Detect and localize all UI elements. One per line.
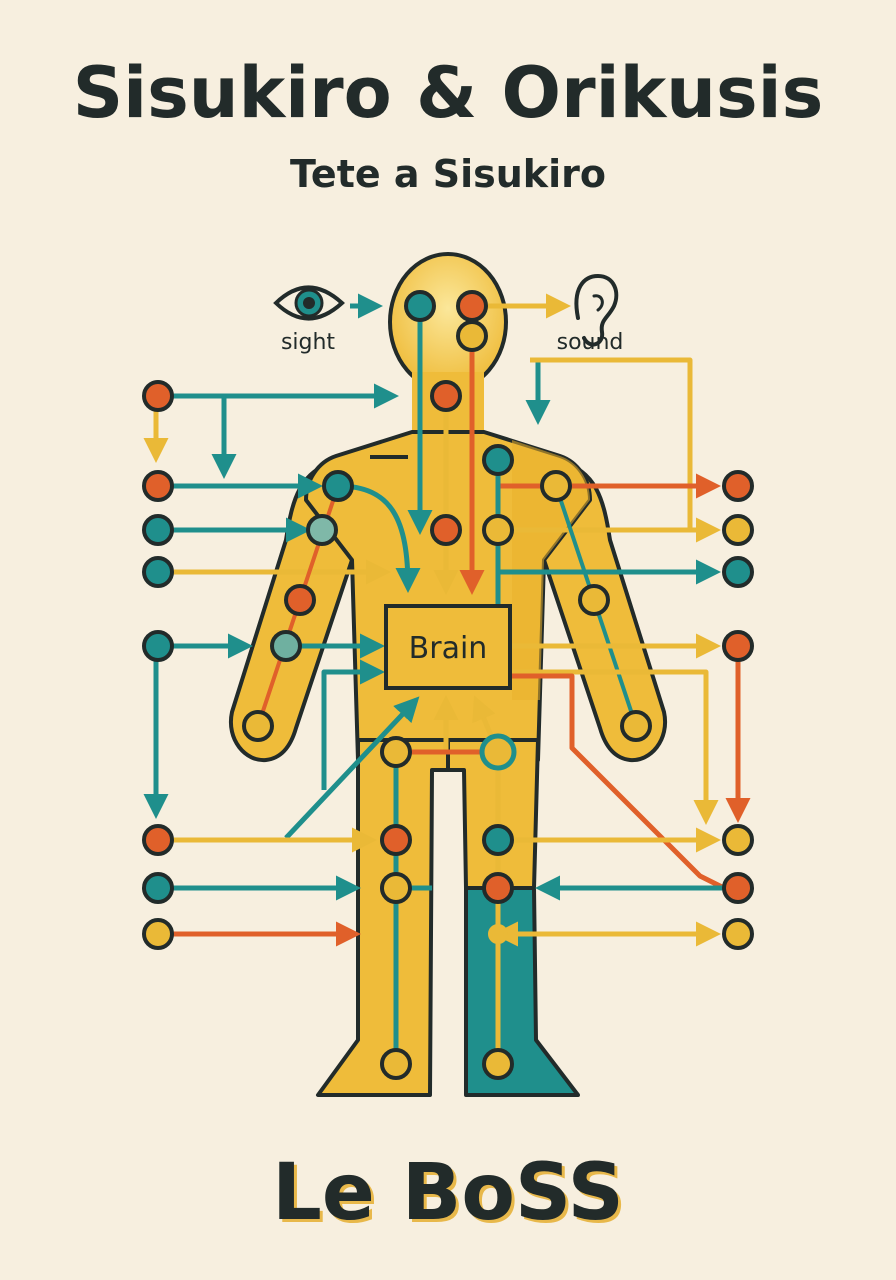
- node-l3: [142, 514, 174, 546]
- node-r6: [722, 824, 754, 856]
- head: [388, 252, 508, 392]
- sound-label: sound: [557, 330, 624, 355]
- nerve-ear-loop: [530, 357, 693, 530]
- node-l8: [142, 918, 174, 950]
- node-left-foot: [380, 1048, 412, 1080]
- node-right-hand: [620, 710, 652, 742]
- node-right-shin: [488, 924, 508, 944]
- node-right-elbow: [578, 584, 610, 616]
- brain-label: Brain: [409, 631, 488, 666]
- ear-icon: [574, 273, 619, 347]
- node-head-left: [404, 290, 436, 322]
- node-l6: [142, 824, 174, 856]
- torso-shade: [512, 440, 590, 700]
- sight-label: sight: [281, 330, 335, 355]
- node-l4: [142, 556, 174, 588]
- nerve-brain-orange-diag: [512, 673, 726, 891]
- node-right-chest: [482, 514, 514, 546]
- nerve-brain-yellow-down: [512, 669, 719, 825]
- node-r4: [722, 630, 754, 662]
- node-r2: [722, 514, 754, 546]
- node-right-shoulder: [540, 470, 572, 502]
- nerve-diag-up: [284, 696, 420, 840]
- nerve-connections: [143, 293, 751, 1064]
- node-left-upperarm: [306, 514, 338, 546]
- eye-icon: [273, 285, 345, 321]
- node-head-right: [456, 290, 488, 322]
- left-leg: [316, 738, 450, 1097]
- brain-node: Brain: [384, 604, 512, 690]
- poster-title: Sisukiro & Orikusis: [72, 52, 824, 134]
- node-left-thigh: [380, 824, 412, 856]
- node-r3: [722, 556, 754, 588]
- node-l2: [142, 470, 174, 502]
- poster-footer: Le BoSS: [272, 1148, 624, 1238]
- nerve-shoulder-brain: [337, 483, 421, 593]
- node-right-upper-spine: [482, 444, 514, 476]
- poster-subtitle: Tete a Sisukiro: [290, 152, 606, 196]
- node-r8: [722, 918, 754, 950]
- node-right-hip: [479, 733, 517, 771]
- node-left-knee: [380, 872, 412, 904]
- node-right-foot: [482, 1048, 514, 1080]
- node-head-chin: [456, 320, 488, 352]
- nerve-nodes: [142, 290, 754, 1080]
- node-r7: [722, 872, 754, 904]
- node-left-forearm: [270, 630, 302, 662]
- node-l5: [142, 630, 174, 662]
- node-neck: [430, 380, 462, 412]
- node-left-hip: [380, 736, 412, 768]
- node-left-chest: [430, 514, 462, 546]
- node-left-hand: [242, 710, 274, 742]
- node-l1: [142, 380, 174, 412]
- nerve-brain-side: [321, 659, 385, 790]
- node-r1: [722, 470, 754, 502]
- node-left-elbow: [284, 584, 316, 616]
- node-right-knee: [482, 872, 514, 904]
- node-right-thigh: [482, 824, 514, 856]
- node-left-shoulder: [322, 470, 354, 502]
- node-l7: [142, 872, 174, 904]
